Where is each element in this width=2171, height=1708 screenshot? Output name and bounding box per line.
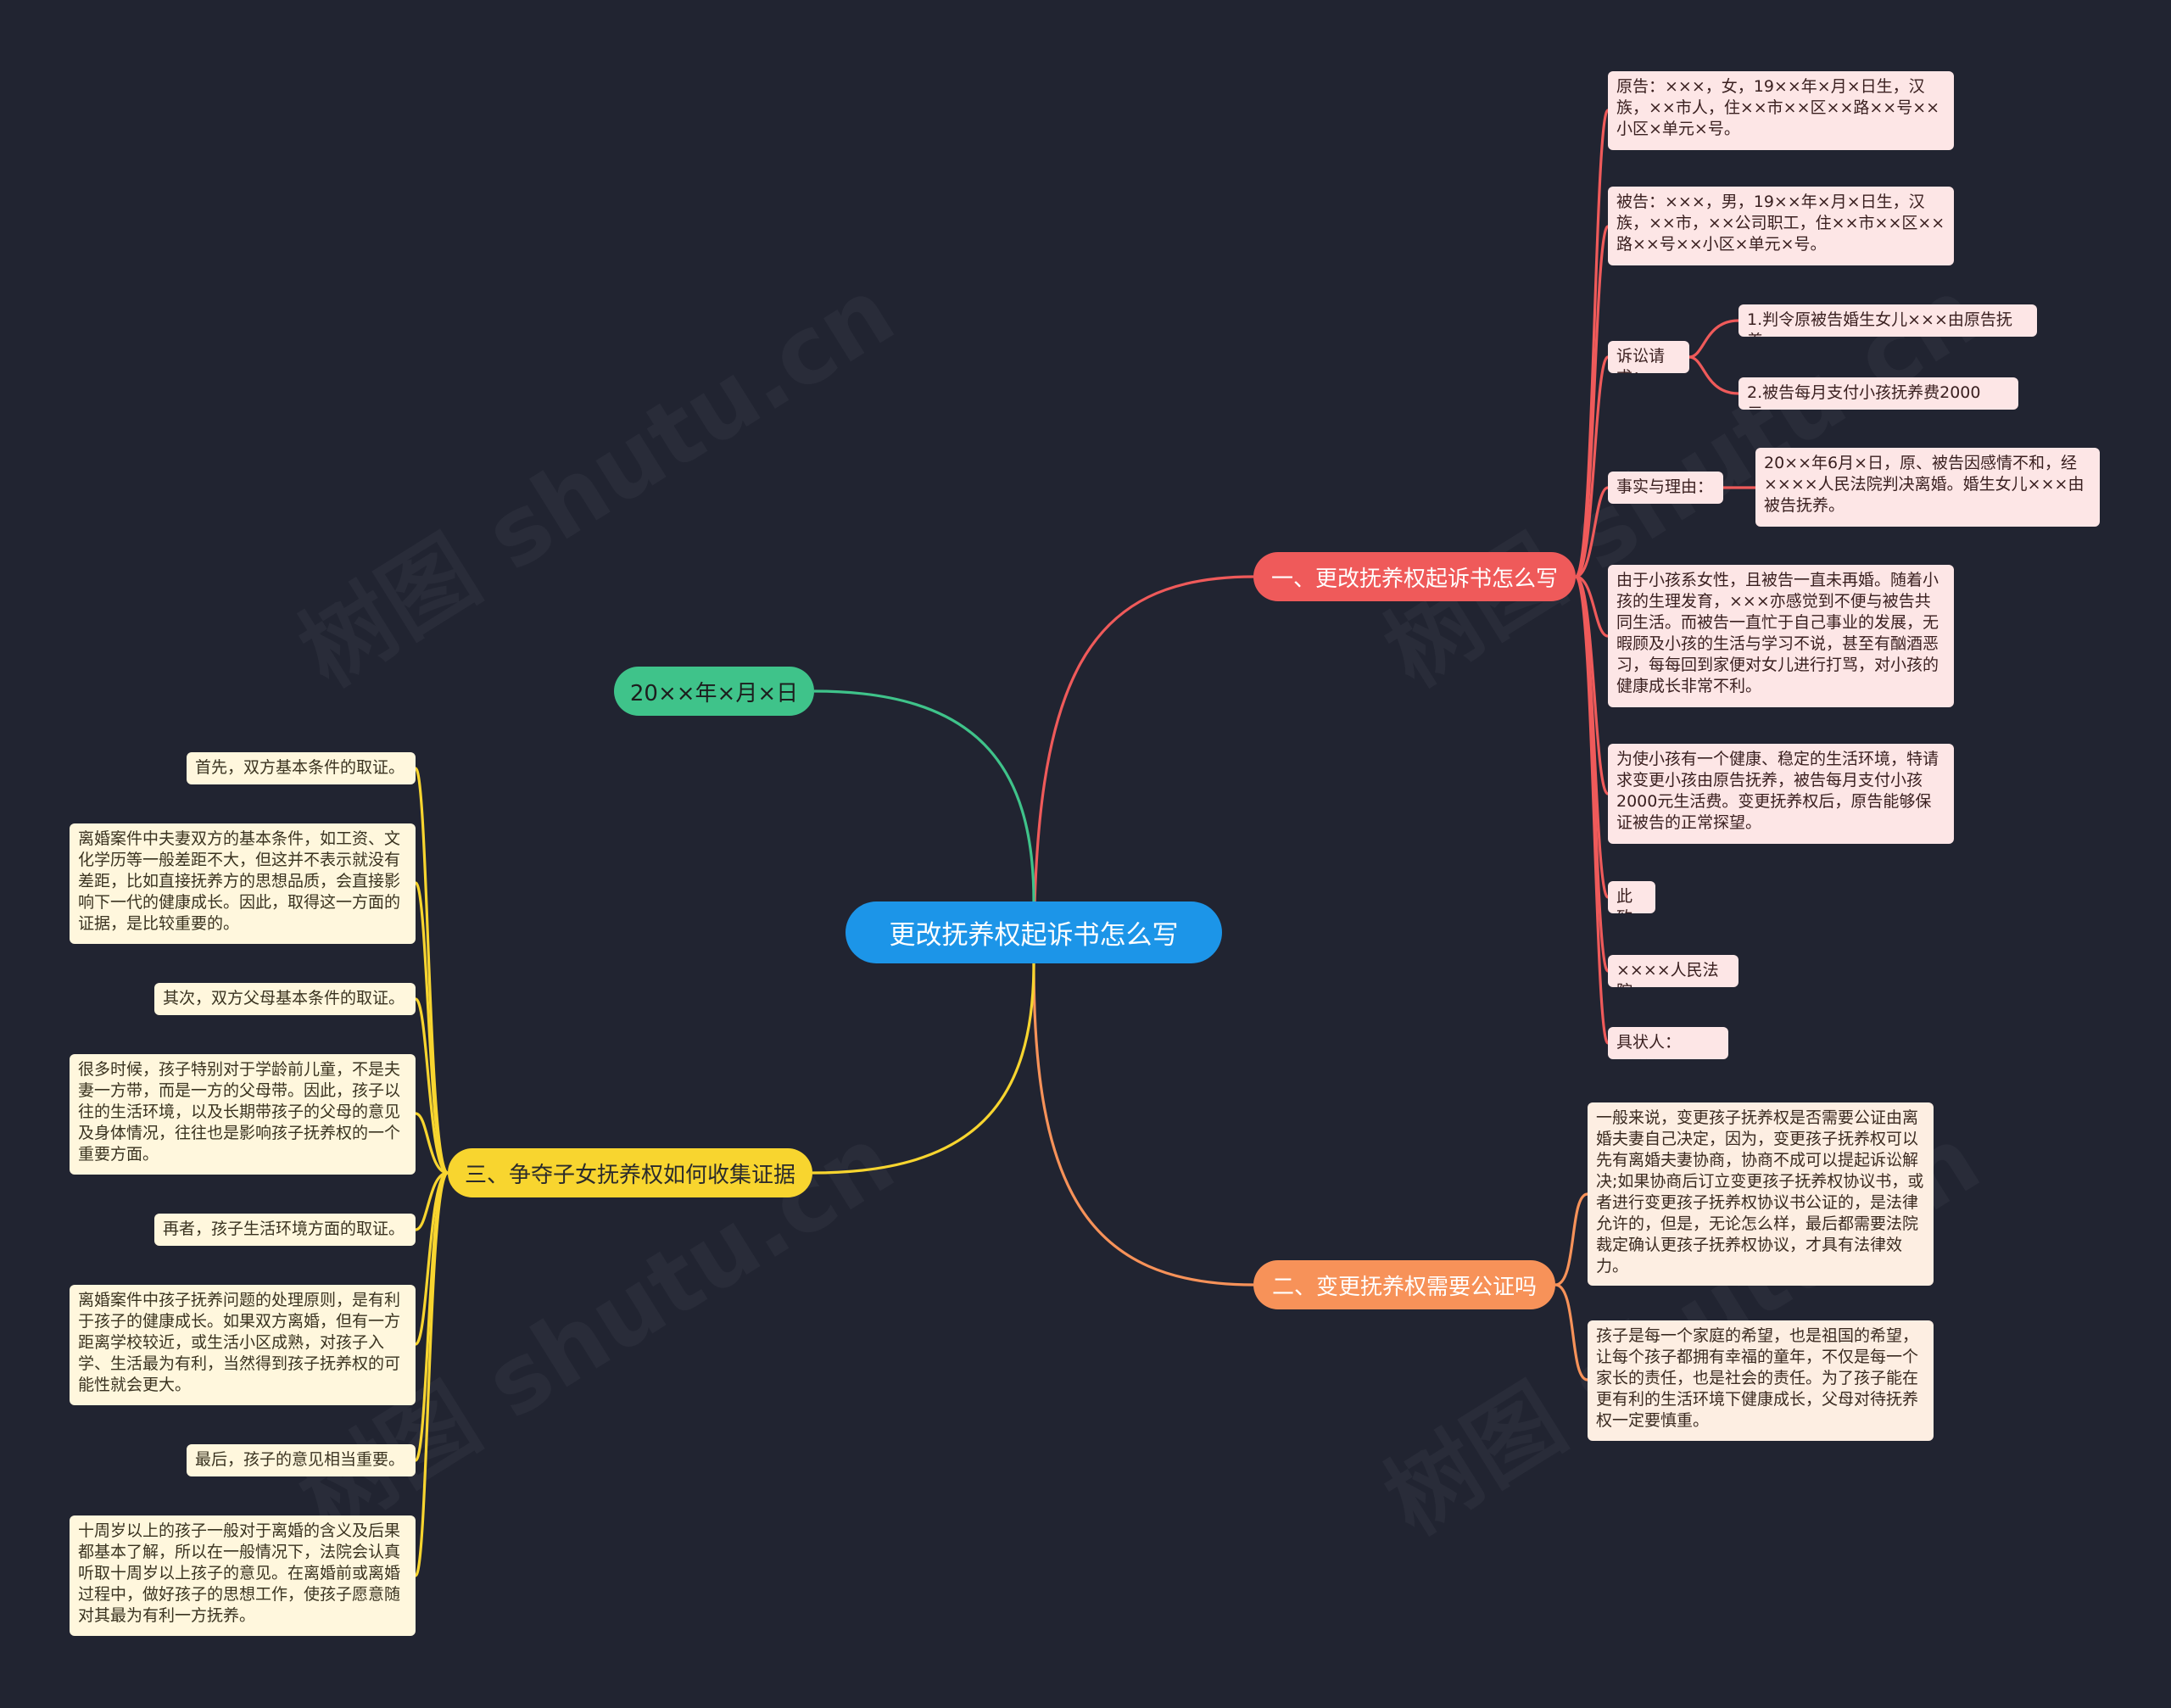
node-notary-general[interactable]: 一般来说，变更孩子抚养权是否需要公证由离婚夫妻自己决定，因为，变更孩子抚养权可以…	[1588, 1102, 1934, 1286]
branch-notarization[interactable]: 二、变更抚养权需要公证吗	[1253, 1260, 1555, 1309]
node-plaintiff[interactable]: 原告：×××，女，19××年×月×日生，汉族，××市人，住××市××区××路××…	[1608, 71, 1954, 150]
node-text: 由于小孩系女性，且被告一直未再婚。随着小孩的生理发育，×××亦感觉到不便与被告共…	[1616, 571, 1939, 695]
node-text: 孩子是每一个家庭的希望，也是祖国的希望，让每个孩子都拥有幸福的童年，不仅是每一个…	[1596, 1326, 1919, 1430]
node-text: 原告：×××，女，19××年×月×日生，汉族，××市人，住××市××区××路××…	[1616, 77, 1940, 138]
node-salute[interactable]: 此致	[1608, 881, 1655, 913]
node-evidence-1[interactable]: 首先，双方基本条件的取证。	[187, 752, 416, 784]
node-reason[interactable]: 由于小孩系女性，且被告一直未再婚。随着小孩的生理发育，×××亦感觉到不便与被告共…	[1608, 565, 1954, 707]
node-text: 离婚案件中孩子抚养问题的处理原则，是有利于孩子的健康成长。如果双方离婚，但有一方…	[78, 1291, 401, 1394]
branch-label: 一、更改抚养权起诉书怎么写	[1270, 566, 1558, 592]
branch-label: 20××年×月×日	[629, 680, 799, 706]
edge-root-b1	[1032, 575, 1254, 964]
edge-root-b3	[812, 963, 1035, 1175]
node-text: 十周岁以上的孩子一般对于离婚的含义及后果都基本了解，所以在一般情况下，法院会认真…	[78, 1521, 401, 1625]
node-claim-2[interactable]: 2.被告每月支付小孩抚养费2000元。	[1738, 377, 2018, 410]
node-evidence-8[interactable]: 十周岁以上的孩子一般对于离婚的含义及后果都基本了解，所以在一般情况下，法院会认真…	[70, 1515, 416, 1636]
node-facts-detail[interactable]: 20××年6月×日，原、被告因感情不和，经××××人民法院判决离婚。婚生女儿××…	[1755, 448, 2100, 527]
node-text: 其次，双方父母基本条件的取证。	[163, 989, 405, 1007]
node-request[interactable]: 为使小孩有一个健康、稳定的生活环境，特请求变更小孩由原告抚养，被告每月支付小孩2…	[1608, 744, 1954, 844]
node-court[interactable]: ××××人民法院	[1608, 955, 1738, 987]
node-facts[interactable]: 事实与理由：	[1608, 472, 1723, 504]
node-text: 此致	[1616, 887, 1633, 913]
node-text: 很多时候，孩子特别对于学龄前儿童，不是夫妻一方带，而是一方的父母带。因此，孩子以…	[78, 1060, 401, 1164]
node-text: 20××年6月×日，原、被告因感情不和，经××××人民法院判决离婚。婚生女儿××…	[1764, 454, 2084, 515]
node-text: 2.被告每月支付小孩抚养费2000元。	[1747, 383, 1981, 410]
node-text: 离婚案件中夫妻双方的基本条件，如工资、文化学历等一般差距不大，但这并不表示就没有…	[78, 829, 401, 933]
node-evidence-6[interactable]: 离婚案件中孩子抚养问题的处理原则，是有利于孩子的健康成长。如果双方离婚，但有一方…	[70, 1285, 416, 1405]
node-notary-hope[interactable]: 孩子是每一个家庭的希望，也是祖国的希望，让每个孩子都拥有幸福的童年，不仅是每一个…	[1588, 1320, 1934, 1441]
node-text: ××××人民法院	[1616, 961, 1719, 987]
branch-label: 二、变更抚养权需要公证吗	[1271, 1274, 1537, 1300]
branch-evidence[interactable]: 三、争夺子女抚养权如何收集证据	[448, 1148, 812, 1197]
node-text: 1.判令原被告婚生女儿×××由原告抚养;	[1747, 310, 2012, 337]
node-evidence-5[interactable]: 再者，孩子生活环境方面的取证。	[154, 1214, 416, 1246]
branch-how-to-write[interactable]: 一、更改抚养权起诉书怎么写	[1253, 552, 1576, 601]
node-evidence-2[interactable]: 离婚案件中夫妻双方的基本条件，如工资、文化学历等一般差距不大，但这并不表示就没有…	[70, 823, 416, 944]
node-evidence-3[interactable]: 其次，双方父母基本条件的取证。	[154, 983, 416, 1015]
node-text: 事实与理由：	[1616, 477, 1714, 496]
node-evidence-4[interactable]: 很多时候，孩子特别对于学龄前儿童，不是夫妻一方带，而是一方的父母带。因此，孩子以…	[70, 1054, 416, 1175]
node-text: 被告：×××，男，19××年×月×日生，汉族，××市，××公司职工，住××市××…	[1616, 193, 1945, 254]
node-text: 再者，孩子生活环境方面的取证。	[163, 1220, 405, 1238]
edge-root-b4	[813, 689, 1035, 902]
branch-label: 三、争夺子女抚养权如何收集证据	[464, 1162, 795, 1188]
edge-root-b2	[1032, 963, 1254, 1287]
node-claim-1[interactable]: 1.判令原被告婚生女儿×××由原告抚养;	[1738, 304, 2037, 337]
node-text: 诉讼请求：	[1616, 347, 1666, 373]
node-text: 为使小孩有一个健康、稳定的生活环境，特请求变更小孩由原告抚养，被告每月支付小孩2…	[1616, 750, 1939, 832]
node-signer[interactable]: 具状人：×××	[1608, 1027, 1728, 1059]
branch-date[interactable]: 20××年×月×日	[614, 667, 814, 716]
node-text: 最后，孩子的意见相当重要。	[195, 1450, 405, 1469]
node-claims[interactable]: 诉讼请求：	[1608, 341, 1689, 373]
node-defendant[interactable]: 被告：×××，男，19××年×月×日生，汉族，××市，××公司职工，住××市××…	[1608, 187, 1954, 265]
node-evidence-7[interactable]: 最后，孩子的意见相当重要。	[187, 1444, 416, 1476]
node-text: 一般来说，变更孩子抚养权是否需要公证由离婚夫妻自己决定，因为，变更孩子抚养权可以…	[1596, 1108, 1924, 1275]
node-text: 具状人：×××	[1616, 1033, 1682, 1059]
root-node[interactable]: 更改抚养权起诉书怎么写	[846, 901, 1222, 963]
root-label: 更改抚养权起诉书怎么写	[889, 920, 1179, 951]
node-text: 首先，双方基本条件的取证。	[195, 758, 405, 777]
